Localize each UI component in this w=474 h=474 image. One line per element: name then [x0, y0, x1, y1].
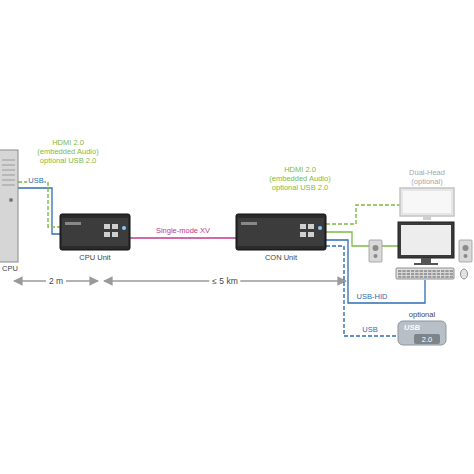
- key: [441, 273, 444, 275]
- extender-unit: CPU Unit: [60, 214, 130, 250]
- key: [411, 273, 414, 275]
- node-label: USB: [404, 323, 420, 332]
- key: [445, 270, 448, 272]
- signal-label: optional USB 2.0: [39, 156, 97, 165]
- monitor-stand: [421, 258, 431, 263]
- speaker-cone: [374, 254, 378, 258]
- key: [420, 273, 423, 275]
- dimension-label: ≤ 5 km: [209, 276, 240, 286]
- key: [428, 276, 431, 278]
- shape: [0, 150, 18, 262]
- key: [445, 273, 448, 275]
- shape: [400, 188, 454, 220]
- shape: [60, 214, 130, 250]
- node-label: 2.0: [422, 335, 432, 344]
- key: [424, 276, 427, 278]
- speaker-cone: [463, 245, 469, 251]
- signal-label: (embedded Audio): [268, 174, 331, 183]
- usb-stick: optionalUSB2.0: [398, 321, 446, 345]
- monitor-foot: [414, 263, 438, 265]
- cable-connector: [18, 182, 60, 227]
- speaker-cone: [464, 254, 468, 258]
- node-heading: optional: [409, 310, 435, 319]
- key: [402, 270, 405, 272]
- cable-connector: [326, 246, 398, 336]
- cable-connector: [326, 205, 400, 224]
- signal-label: HDMI 2.0: [283, 165, 317, 174]
- key: [415, 270, 418, 272]
- signal-label: (embedded Audio): [36, 147, 99, 156]
- key: [450, 276, 453, 278]
- monitor: [398, 222, 454, 258]
- hdmi-cable: [326, 232, 398, 246]
- signal-label: optional USB 2.0: [271, 183, 329, 192]
- key: [437, 273, 440, 275]
- key: [424, 270, 427, 272]
- key: [450, 270, 453, 272]
- key: [424, 273, 427, 275]
- key: [432, 276, 435, 278]
- node-label: CPU: [2, 264, 18, 273]
- key: [428, 273, 431, 275]
- computer-tower: CPU: [0, 150, 18, 262]
- node-label: CON Unit: [265, 253, 297, 262]
- dual-head-monitor: Dual-Head (optional): [400, 188, 454, 220]
- speaker: [459, 240, 472, 262]
- keyboard: [396, 268, 454, 279]
- dimension-label: 2 m: [46, 276, 66, 286]
- key: [445, 276, 448, 278]
- cable-connector: [130, 237, 236, 238]
- key: [407, 270, 410, 272]
- mouse: [461, 269, 468, 279]
- speaker-cone: [373, 245, 379, 251]
- key: [441, 270, 444, 272]
- key: [398, 270, 401, 272]
- keyboard-keys: [398, 270, 453, 278]
- key: [437, 276, 440, 278]
- speaker: [369, 240, 382, 262]
- signal-label: HDMI 2.0: [51, 138, 85, 147]
- node-heading: Dual-Head (optional): [405, 168, 449, 186]
- key: [411, 276, 414, 278]
- edge-label: USB: [361, 325, 378, 334]
- key: [432, 273, 435, 275]
- key: [402, 273, 405, 275]
- key: [398, 273, 401, 275]
- key: [437, 270, 440, 272]
- key: [420, 270, 423, 272]
- key: [402, 276, 405, 278]
- key: [407, 273, 410, 275]
- monitor-screen: [401, 225, 451, 255]
- key: [432, 270, 435, 272]
- signal-label: USB-HID: [356, 292, 389, 301]
- node-label: CPU Unit: [79, 253, 110, 262]
- key: [398, 276, 401, 278]
- signal-label: USB: [27, 176, 44, 185]
- key: [441, 276, 444, 278]
- key: [407, 276, 410, 278]
- key: [420, 276, 423, 278]
- edge-label: Single-mode XV: [155, 226, 211, 235]
- key: [450, 273, 453, 275]
- key: [428, 270, 431, 272]
- key: [411, 270, 414, 272]
- shape: [236, 214, 326, 250]
- extender-unit: CON Unit: [236, 214, 326, 250]
- key: [415, 276, 418, 278]
- key: [415, 273, 418, 275]
